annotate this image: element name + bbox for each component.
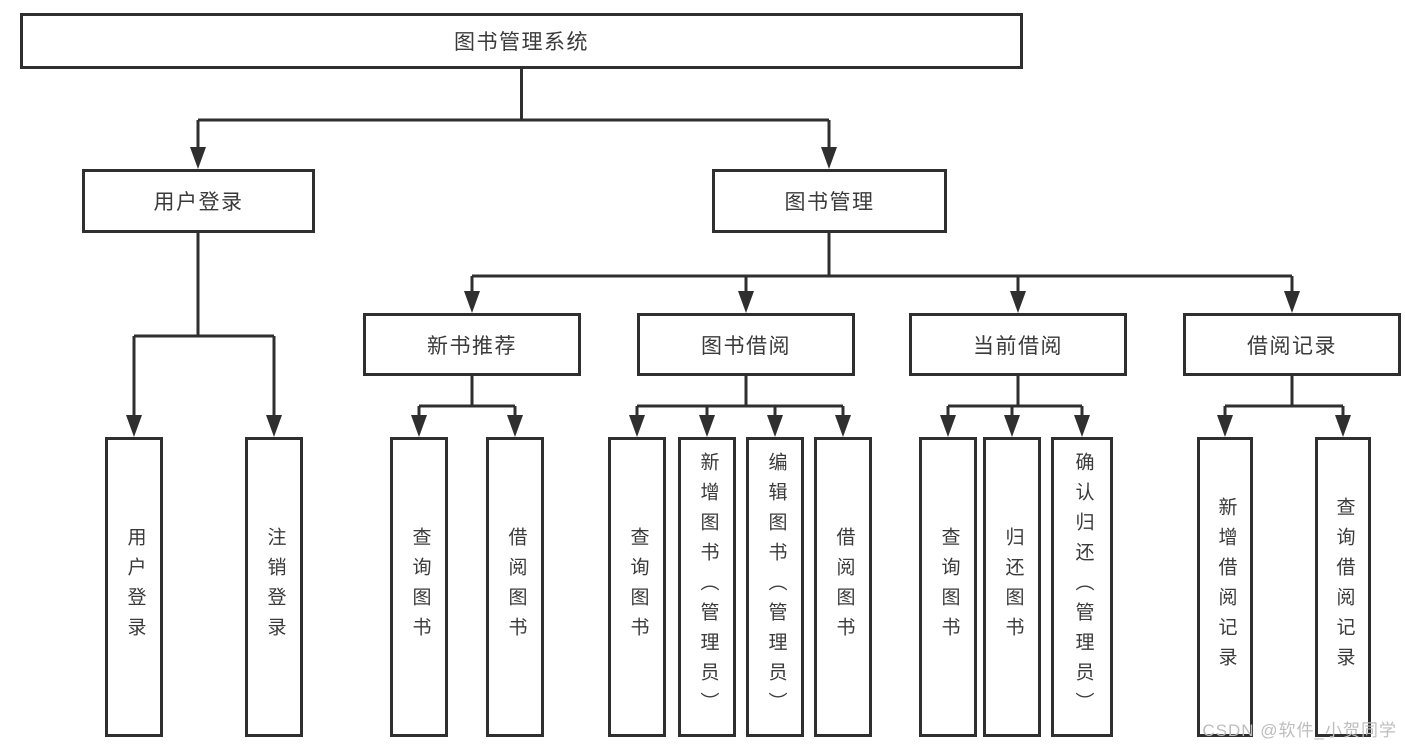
leaf-add-books-admin: 新增图书（管理员）: [678, 437, 736, 737]
leaf-return-books: 归还图书: [983, 437, 1041, 737]
node-label: 图书管理: [784, 191, 875, 214]
node-label: 查询借阅记录: [1333, 497, 1355, 677]
node-new-book-recommend: 新书推荐: [363, 313, 581, 376]
node-label: 图书借阅: [701, 334, 791, 358]
leaf-query-books-current: 查询图书: [919, 437, 977, 737]
node-label: 借阅记录: [1247, 334, 1337, 358]
leaf-logout: 注销登录: [245, 437, 303, 737]
node-root-library-management-system: 图书管理系统: [20, 13, 1023, 69]
connector-user-login-to-leaves: [126, 233, 282, 437]
node-label: 图书管理系统: [454, 31, 589, 54]
node-label: 新书推荐: [427, 334, 517, 358]
leaf-confirm-return-admin: 确认归还（管理员）: [1051, 437, 1113, 737]
node-book-borrow: 图书借阅: [637, 313, 855, 376]
node-label: 新增借阅记录: [1215, 497, 1237, 677]
connector-book-management-to-level3: [464, 233, 1300, 313]
leaf-edit-books-admin: 编辑图书（管理员）: [746, 437, 804, 737]
node-label: 查询图书: [627, 527, 649, 647]
node-book-management: 图书管理: [712, 169, 947, 233]
leaf-query-borrow-record: 查询借阅记录: [1315, 437, 1371, 737]
node-label: 用户登录: [124, 527, 146, 647]
node-label: 用户登录: [153, 191, 244, 214]
leaf-borrow-books: 借阅图书: [814, 437, 872, 737]
node-label: 查询图书: [409, 527, 431, 647]
node-borrow-records: 借阅记录: [1183, 313, 1401, 376]
node-label: 借阅图书: [833, 527, 855, 647]
node-label: 当前借阅: [973, 334, 1063, 358]
connector-borrow-records-to-leaves: [1217, 376, 1351, 437]
csdn-watermark: CSDN @软件_小贺同学: [1202, 721, 1397, 740]
node-label: 借阅图书: [505, 527, 527, 647]
node-label: 注销登录: [264, 527, 286, 647]
node-user-login: 用户登录: [82, 169, 315, 233]
node-label: 查询图书: [938, 527, 960, 647]
leaf-add-borrow-record: 新增借阅记录: [1197, 437, 1253, 737]
leaf-query-books-borrow: 查询图书: [608, 437, 666, 737]
connector-new-book-recommend-to-leaves: [411, 376, 523, 437]
node-label: 编辑图书（管理员）: [765, 452, 787, 722]
connector-current-borrow-to-leaves: [940, 376, 1090, 437]
node-label: 确认归还（管理员）: [1072, 452, 1094, 722]
leaf-borrow-books-recommend: 借阅图书: [486, 437, 544, 737]
node-current-borrow: 当前借阅: [909, 313, 1127, 376]
node-label: 归还图书: [1002, 527, 1024, 647]
connector-root-to-level2: [190, 69, 837, 169]
connector-book-borrow-to-leaves: [629, 376, 851, 437]
leaf-user-login: 用户登录: [105, 437, 163, 737]
node-label: 新增图书（管理员）: [697, 452, 719, 722]
leaf-query-books-recommend: 查询图书: [390, 437, 448, 737]
